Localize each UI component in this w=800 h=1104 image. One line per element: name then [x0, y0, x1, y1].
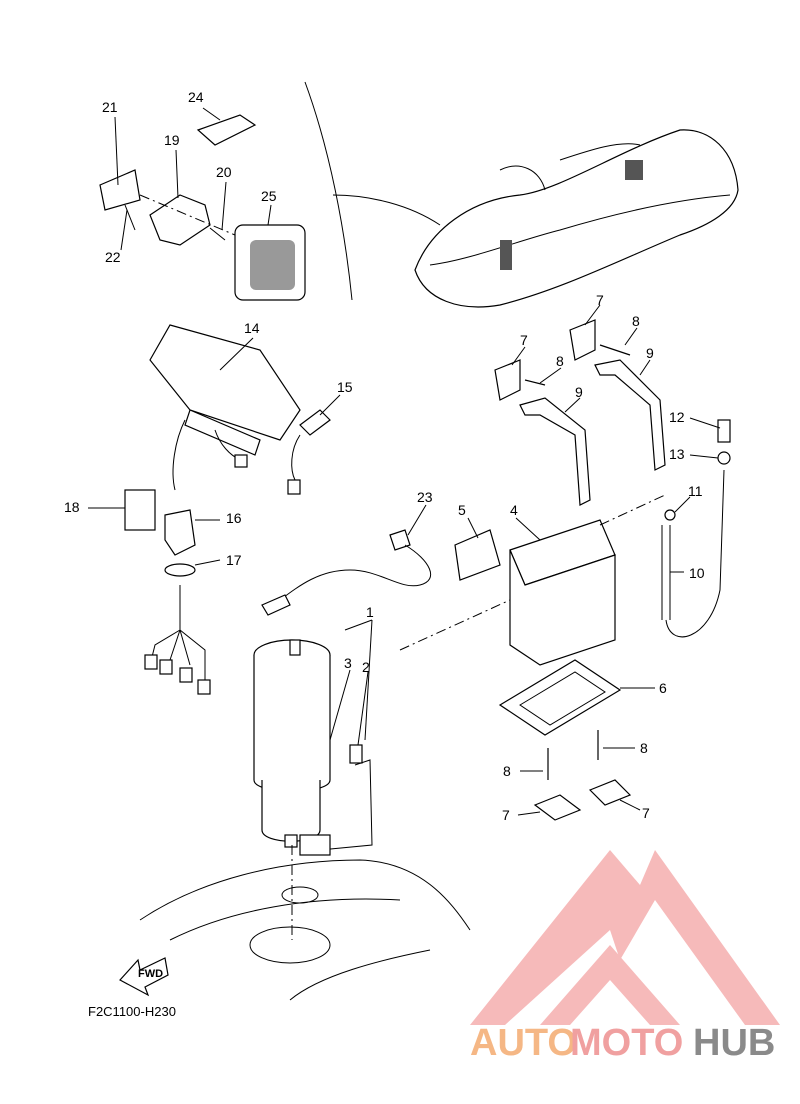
callout-8-lower-right: 8: [640, 740, 648, 756]
fwd-arrow-icon: FWD: [119, 957, 169, 997]
watermark-text-auto: AUTO: [470, 1022, 577, 1064]
callout-7-lower-right: 7: [642, 805, 650, 821]
part-4-battery: [399, 494, 666, 666]
callout-9-left: 9: [575, 384, 583, 400]
callout-24: 24: [188, 89, 204, 105]
part-7-bracket-lower-left: [533, 794, 582, 821]
leader-to-jetski: [332, 194, 441, 226]
part-8-bolt-upper-right: [599, 344, 631, 356]
callout-14: 14: [244, 320, 260, 336]
part-16-grommet: [164, 509, 196, 556]
callout-9-right: 9: [646, 345, 654, 361]
callout-11: 11: [688, 483, 703, 499]
callout-22: 22: [105, 249, 121, 265]
callout-1: 1: [366, 604, 374, 620]
part-13-clamp: [717, 451, 731, 465]
callout-8-upper-left: 8: [556, 353, 564, 369]
callout-18: 18: [64, 499, 80, 515]
leader-lines: [88, 107, 721, 816]
callout-4: 4: [510, 502, 518, 518]
callout-6: 6: [659, 680, 667, 696]
callout-10: 10: [689, 565, 705, 581]
callout-labels: 1 2 3 4 5 6 7 7 7 7 8 8 8 8 9 9 10 11 12…: [64, 89, 705, 823]
part-6-tray: [498, 659, 622, 736]
part-8-bolt-upper-left: [524, 379, 546, 386]
callout-2: 2: [362, 659, 370, 675]
callout-7-upper-right: 7: [596, 292, 604, 308]
section-divider: [304, 81, 353, 301]
jetski-illustration: [414, 129, 739, 308]
callout-15: 15: [337, 379, 353, 395]
part-7-bracket-lower-right: [588, 779, 632, 806]
callout-19: 19: [164, 132, 180, 148]
fwd-label: FWD: [138, 968, 163, 980]
part-12-fitting: [717, 419, 731, 443]
callout-13: 13: [669, 446, 685, 462]
diagram-code: F2C1100-H230: [88, 1004, 176, 1019]
hull-bottom: [139, 845, 471, 1001]
watermark-text-moto: MOTO: [570, 1022, 683, 1064]
wire-harness: [144, 585, 211, 695]
callout-20: 20: [216, 164, 232, 180]
part-9-strap-left: [519, 397, 591, 506]
part-5-pad: [454, 529, 501, 581]
part-9-strap-right: [594, 359, 666, 471]
part-7-bracket-upper-left: [494, 359, 521, 401]
callout-7-lower-left: 7: [502, 807, 510, 823]
part-1-fuel-pump: [253, 639, 373, 856]
watermark-text-hub: HUB: [693, 1022, 775, 1064]
part-17-clamp: [164, 563, 196, 577]
callout-3: 3: [344, 655, 352, 671]
callout-12: 12: [669, 409, 685, 425]
part-23-wire: [261, 529, 432, 616]
callout-16: 16: [226, 510, 242, 526]
bracket-assembly: [99, 114, 306, 301]
callout-5: 5: [458, 502, 466, 518]
callout-7-upper-left: 7: [520, 332, 528, 348]
part-7-bracket-upper-right: [569, 319, 596, 361]
meter-assembly: [149, 324, 301, 491]
part-15-sensor: [287, 409, 331, 495]
callout-8-lower-left: 8: [503, 763, 511, 779]
part-18-label: [124, 489, 156, 531]
callout-21: 21: [102, 99, 118, 115]
part-11-clip: [664, 509, 676, 521]
callout-23: 23: [417, 489, 433, 505]
watermark-logo-icon: [470, 850, 780, 1025]
callout-25: 25: [261, 188, 277, 204]
callout-17: 17: [226, 552, 242, 568]
callout-8-upper-right: 8: [632, 313, 640, 329]
